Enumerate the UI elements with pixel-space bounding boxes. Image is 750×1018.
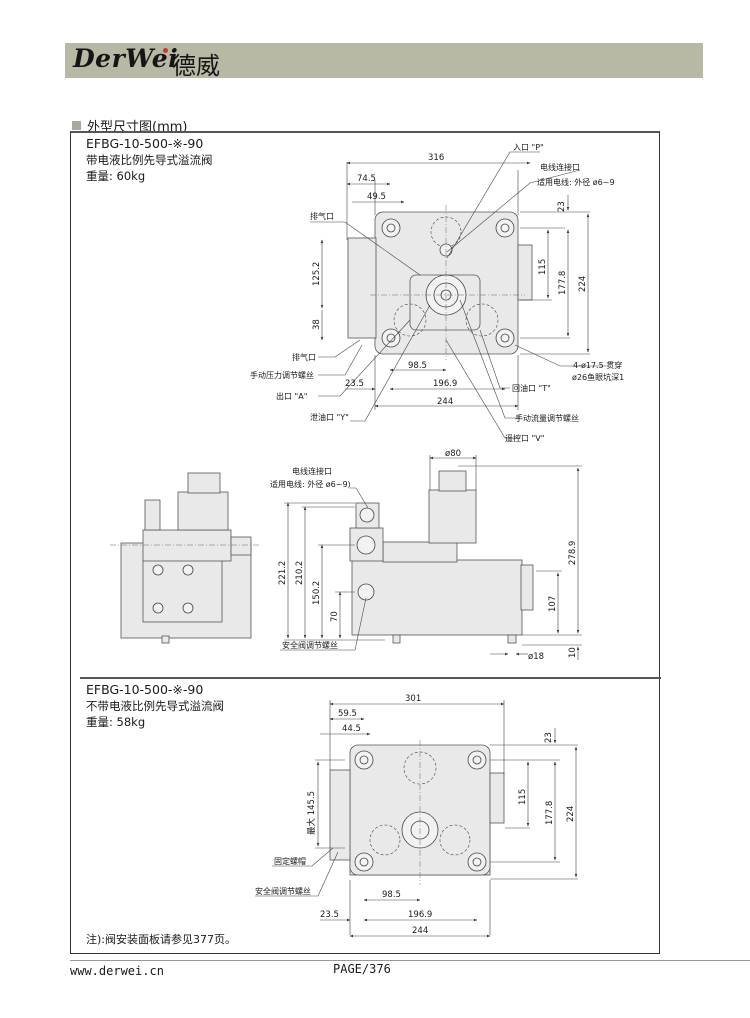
product2-weight: 重量: 58kg (86, 715, 146, 729)
dim-text: 49.5 (367, 192, 386, 202)
dim-text: 98.5 (382, 890, 401, 900)
dim-text: 115 (538, 259, 548, 275)
coil-cap (438, 470, 467, 492)
label-vent: 排气口 (292, 352, 316, 362)
dim-text: ø80 (445, 449, 461, 459)
footer-url[interactable]: www.derwei.cn (70, 964, 164, 978)
dim-text: 125.2 (312, 262, 322, 286)
brand-logo-cn: 德威 (172, 52, 220, 80)
label-counterbore: ø26鱼眼坑深1 (572, 372, 624, 382)
drawing-frame (70, 131, 660, 954)
dim-text: 44.5 (342, 724, 361, 734)
product2-desc: 不带电液比例先导式溢流阀 (86, 699, 224, 713)
side-view: ø80 ø18 278.9 107 10 221.2 210.2 150.2 7… (270, 449, 582, 662)
product1-weight: 重量: 60kg (86, 169, 146, 183)
dim-text: ø18 (528, 652, 544, 662)
solenoid-coil (428, 489, 477, 544)
dim-text: 70 (330, 611, 340, 622)
side-base (351, 559, 523, 636)
product1-desc: 带电液比例先导式溢流阀 (86, 153, 213, 167)
label-manual-flow: 手动流量调节螺丝 (515, 413, 579, 423)
dim-text: 最大 145.5 (306, 791, 317, 835)
dim-text: 98.5 (408, 361, 427, 371)
top-view-1: 316 74.5 49.5 98.5 23.5 196.9 244 23 115… (250, 143, 624, 443)
side-plug (520, 564, 534, 611)
safety-valve-body (329, 769, 351, 861)
label-return-t: 回油口 "T" (512, 383, 551, 393)
label-safety-screw: 安全阀调节螺丝 (282, 640, 338, 650)
connector (144, 499, 161, 531)
mid-block (142, 529, 232, 562)
front-view (110, 472, 260, 644)
dim-text: 196.9 (408, 910, 432, 920)
footnote: 注):阀安装面板请参见377页。 (86, 933, 236, 946)
dim-text: 244 (412, 926, 428, 936)
label-inlet-p: 入口 "P" (513, 143, 544, 152)
dim-text: 196.9 (433, 379, 457, 389)
dim-text: 177.8 (558, 271, 568, 295)
label-remote-v: 遥控口 "V" (505, 433, 544, 443)
dim-text: 316 (428, 153, 444, 163)
dim-text: 301 (405, 694, 421, 704)
upper-block (177, 491, 229, 531)
dim-text: 59.5 (338, 709, 357, 719)
dim-text: 23.5 (345, 379, 364, 389)
label-safety-screw: 安全阀调节螺丝 (255, 886, 311, 896)
dim-text: 278.9 (568, 541, 578, 565)
dim-text: 74.5 (357, 174, 376, 184)
dim-text: 23.5 (320, 910, 339, 920)
label-bolt-holes: 4-ø17.5 贯穿 (573, 360, 622, 370)
dim-text: 177.8 (545, 801, 555, 825)
side-plug (230, 536, 252, 556)
product1-model: EFBG-10-500-※-90 (86, 136, 204, 151)
header-banner: DerWei 德威 (65, 43, 703, 80)
registered-mark-icon (163, 48, 168, 53)
dim-text: 244 (437, 397, 453, 407)
label-cable-spec: 适用电线: 外径 ø6~9 (537, 177, 615, 187)
section-divider (80, 677, 661, 679)
dim-text: 107 (548, 596, 558, 612)
label-cable-port: 电线连接口 (292, 466, 332, 476)
dim-text: 224 (578, 276, 588, 292)
side-connector (489, 772, 505, 824)
product2-info: EFBG-10-500-※-90 不带电液比例先导式溢流阀 重量: 58kg (86, 682, 224, 730)
footer-divider (70, 960, 750, 961)
dim-text: 221.2 (278, 561, 288, 585)
dim-text: 210.2 (295, 561, 305, 585)
label-drain-y: 泄油口 "Y" (310, 412, 349, 422)
top-view-2: 301 59.5 44.5 98.5 23.5 196.9 244 23 115… (255, 694, 578, 938)
label-cable-spec: 适用电线: 外径 ø6~9) (270, 479, 351, 489)
brand-logo: DerWei (73, 44, 179, 73)
side-top-block (382, 541, 458, 563)
dim-text: 23 (557, 201, 567, 212)
square-bullet-icon (72, 121, 81, 130)
dim-text: 150.2 (312, 581, 322, 605)
top-cap (187, 472, 221, 494)
dim-text: 10 (568, 647, 578, 658)
dim-text: 23 (544, 732, 554, 743)
solenoid-body (347, 237, 377, 339)
dim-text: 115 (518, 789, 528, 805)
label-cable-port: 电线连接口 (540, 162, 580, 172)
label-manual-pressure: 手动压力调节螺丝 (250, 370, 314, 380)
side-connector (517, 244, 533, 301)
label-lock-nut: 固定螺帽 (274, 856, 306, 866)
label-outlet-a: 出口 "A" (276, 391, 307, 401)
product1-info: EFBG-10-500-※-90 带电液比例先导式溢流阀 重量: 60kg (86, 136, 213, 184)
page-number: PAGE/376 (333, 962, 391, 976)
dim-text: 224 (566, 806, 576, 822)
product2-model: EFBG-10-500-※-90 (86, 682, 204, 697)
dim-text: 38 (312, 319, 322, 330)
label-vent: 排气口 (310, 211, 334, 221)
